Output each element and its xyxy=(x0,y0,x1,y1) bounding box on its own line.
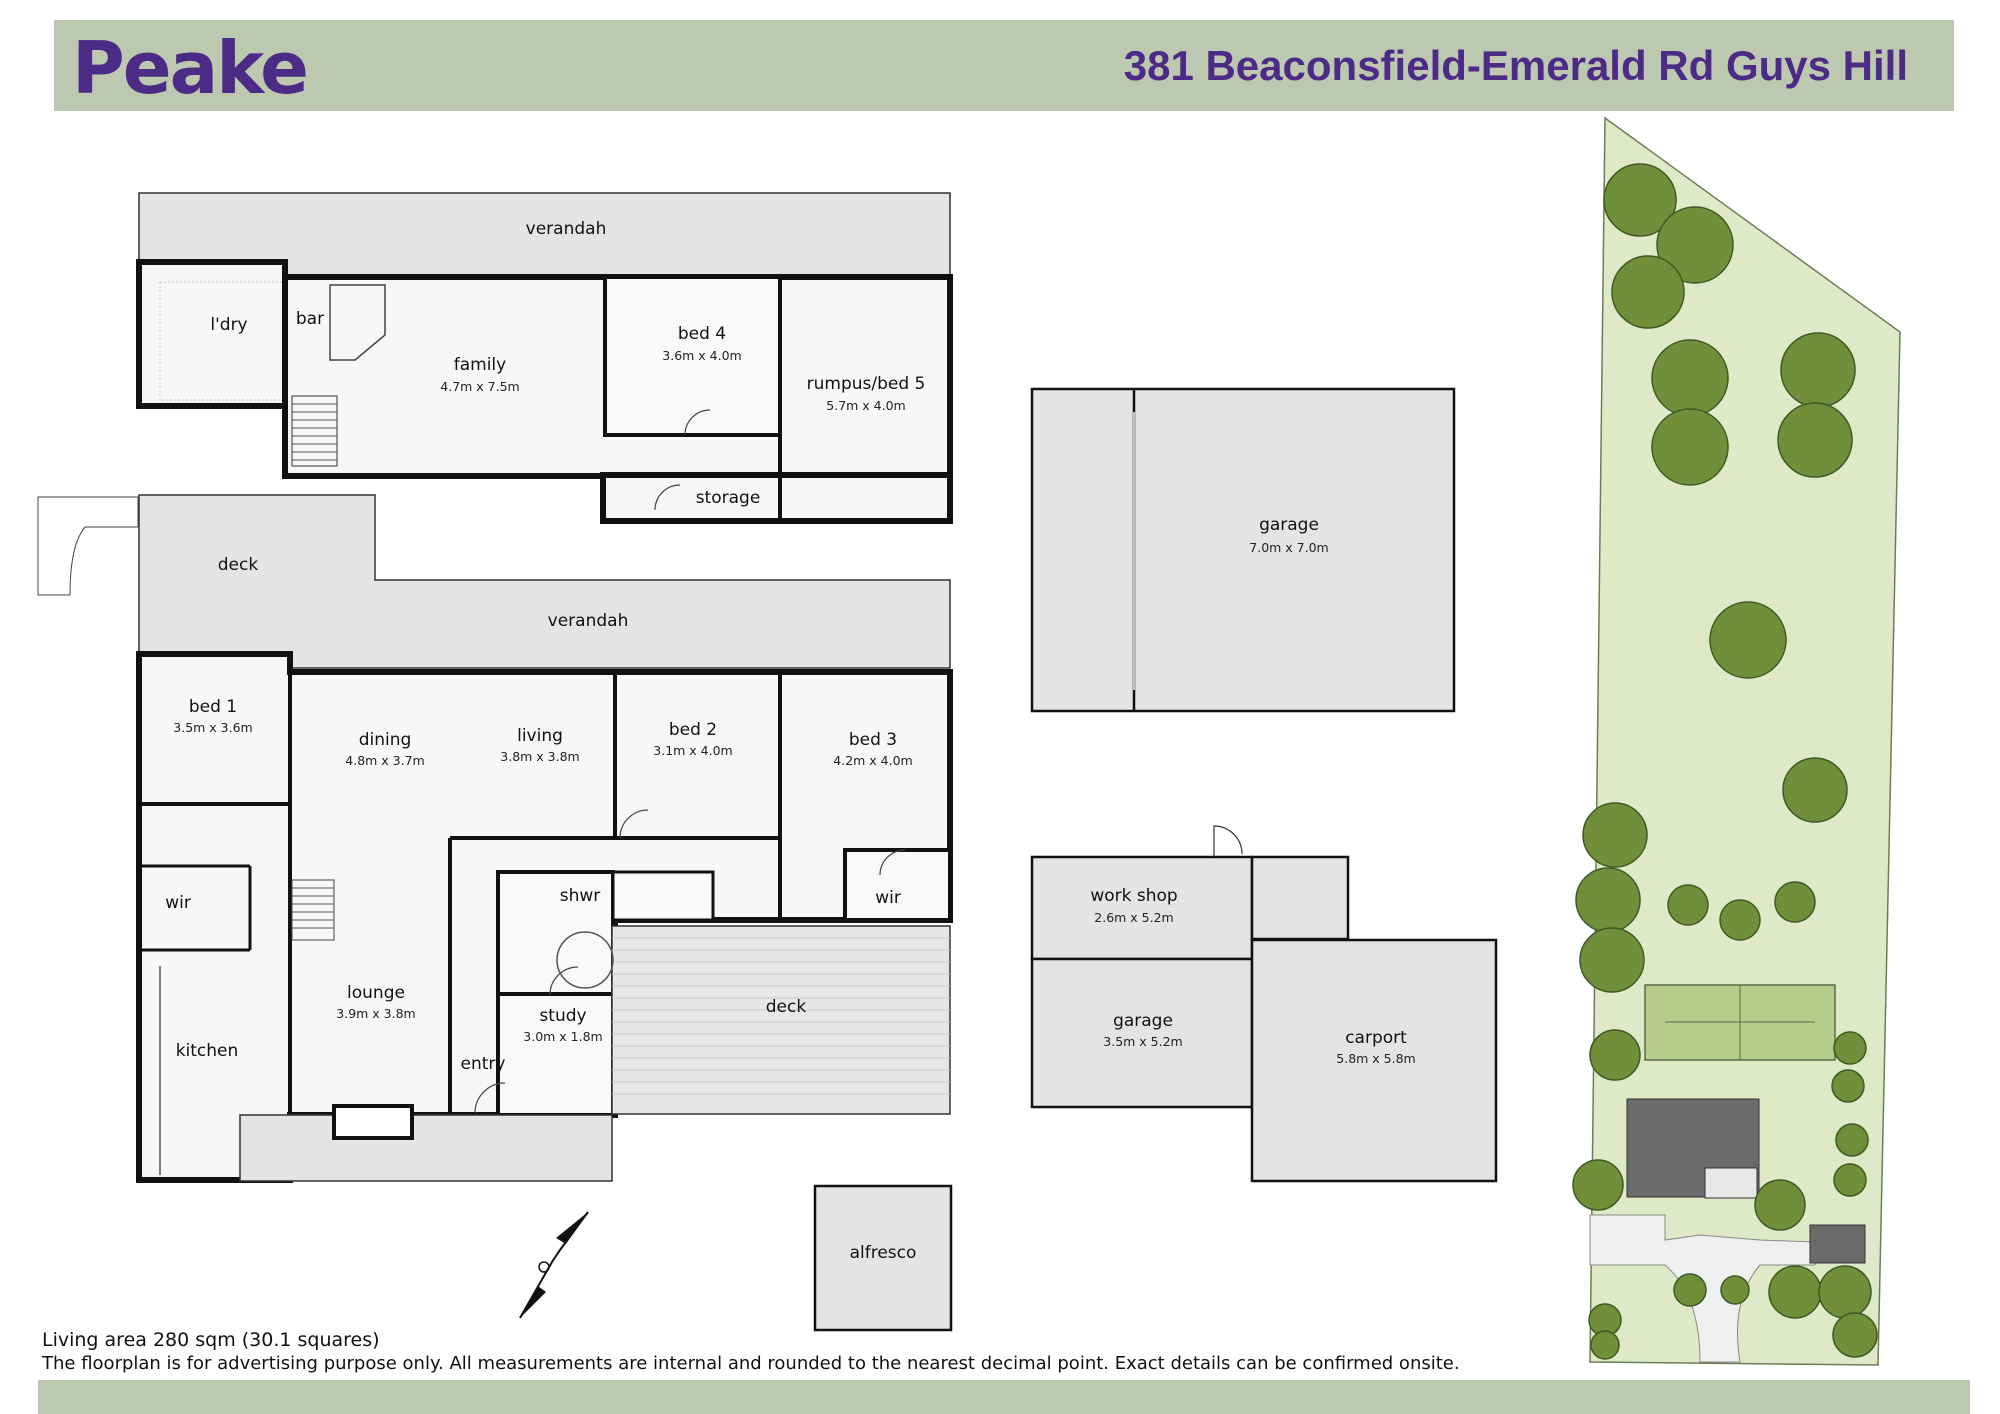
label-laundry: l'dry xyxy=(210,315,247,335)
footer-band xyxy=(38,1380,1970,1414)
label-storage: storage xyxy=(696,488,761,508)
label-bed4: bed 4 xyxy=(678,324,726,344)
label-verandah-lower: verandah xyxy=(548,611,629,631)
living-area-note: Living area 280 sqm (30.1 squares) xyxy=(42,1329,380,1351)
label-wir-2: wir xyxy=(875,888,901,908)
entry-door-swing xyxy=(474,1082,506,1114)
size-workshop: 2.6m x 5.2m xyxy=(1094,910,1173,925)
label-dining: dining xyxy=(359,730,412,750)
size-dining: 4.8m x 3.7m xyxy=(345,753,424,768)
outbuildings xyxy=(1030,387,1498,1183)
storage-room xyxy=(600,472,953,524)
upper-level xyxy=(37,192,953,596)
label-bar: bar xyxy=(296,309,324,329)
wir-bed3 xyxy=(843,848,952,922)
label-carport: carport xyxy=(1345,1028,1407,1048)
site-shed xyxy=(1809,1224,1866,1264)
tree-canopy-group xyxy=(1572,163,1878,1360)
stairs-upper xyxy=(291,395,338,467)
size-garage-main: 7.0m x 7.0m xyxy=(1249,540,1328,555)
shower-base xyxy=(556,931,614,989)
label-garage-small: garage xyxy=(1113,1011,1173,1031)
label-deck-upper: deck xyxy=(218,555,259,575)
label-rumpus: rumpus/bed 5 xyxy=(807,374,926,394)
site-deck xyxy=(1704,1167,1758,1199)
size-bed3: 4.2m x 4.0m xyxy=(833,753,912,768)
label-bed2: bed 2 xyxy=(669,720,717,740)
storage-door-swing xyxy=(654,484,681,511)
room-labels: verandah l'dry bar family 4.7m x 7.5m be… xyxy=(165,219,1416,1263)
label-living: living xyxy=(517,726,563,746)
garage-main xyxy=(1030,387,1456,713)
ensuite-area xyxy=(611,870,715,922)
header-band: Peake 381 Beaconsfield-Emerald Rd Guys H… xyxy=(54,20,1954,111)
fireplace xyxy=(332,1104,414,1140)
site-plan xyxy=(1572,116,1901,1366)
size-living: 3.8m x 3.8m xyxy=(500,749,579,764)
label-study: study xyxy=(539,1006,586,1026)
bar-counter xyxy=(329,284,386,361)
deck-lower xyxy=(611,925,951,1115)
study-door-swing xyxy=(549,966,579,996)
size-bed4: 3.6m x 4.0m xyxy=(662,348,741,363)
compass-north-arrow xyxy=(519,1211,589,1319)
label-verandah-upper: verandah xyxy=(526,219,607,239)
external-stairs xyxy=(37,496,139,596)
bed4-door-swing xyxy=(684,409,711,436)
size-family: 4.7m x 7.5m xyxy=(440,379,519,394)
brand-logo: Peake xyxy=(72,26,309,110)
property-address: 381 Beaconsfield-Emerald Rd Guys Hill xyxy=(1123,42,1908,89)
label-lounge: lounge xyxy=(347,983,405,1003)
label-garage-main: garage xyxy=(1259,515,1319,535)
laundry-room xyxy=(136,259,288,409)
label-wir-1: wir xyxy=(165,893,191,913)
bed2-door-swing xyxy=(619,809,649,839)
label-deck-lower: deck xyxy=(766,997,807,1017)
label-bed1: bed 1 xyxy=(189,697,237,717)
alfresco-area xyxy=(813,1184,953,1332)
lower-level xyxy=(136,494,953,1183)
size-carport: 5.8m x 5.8m xyxy=(1336,1051,1415,1066)
disclaimer-note: The floorplan is for advertising purpose… xyxy=(42,1353,1460,1374)
front-porch xyxy=(239,1114,613,1182)
size-bed1: 3.5m x 3.6m xyxy=(173,720,252,735)
label-alfresco: alfresco xyxy=(850,1243,917,1263)
label-bed3: bed 3 xyxy=(849,730,897,750)
label-workshop: work shop xyxy=(1090,886,1177,906)
workshop-annex xyxy=(1250,855,1350,941)
wir-door-swing xyxy=(879,849,906,876)
label-entry: entry xyxy=(461,1054,506,1074)
carport xyxy=(1250,938,1498,1183)
stairs-lower xyxy=(291,879,335,941)
size-garage-small: 3.5m x 5.2m xyxy=(1103,1034,1182,1049)
garage-small xyxy=(1030,957,1254,1109)
workshop-door-swing xyxy=(1213,825,1243,857)
workshop-building xyxy=(1030,855,1254,961)
label-kitchen: kitchen xyxy=(176,1041,239,1061)
size-study: 3.0m x 1.8m xyxy=(523,1029,602,1044)
size-lounge: 3.9m x 3.8m xyxy=(336,1006,415,1021)
size-rumpus: 5.7m x 4.0m xyxy=(826,398,905,413)
label-family: family xyxy=(454,355,506,375)
footer-notes: Living area 280 sqm (30.1 squares) The f… xyxy=(42,1328,1460,1376)
size-bed2: 3.1m x 4.0m xyxy=(653,743,732,758)
label-shwr: shwr xyxy=(560,886,601,906)
